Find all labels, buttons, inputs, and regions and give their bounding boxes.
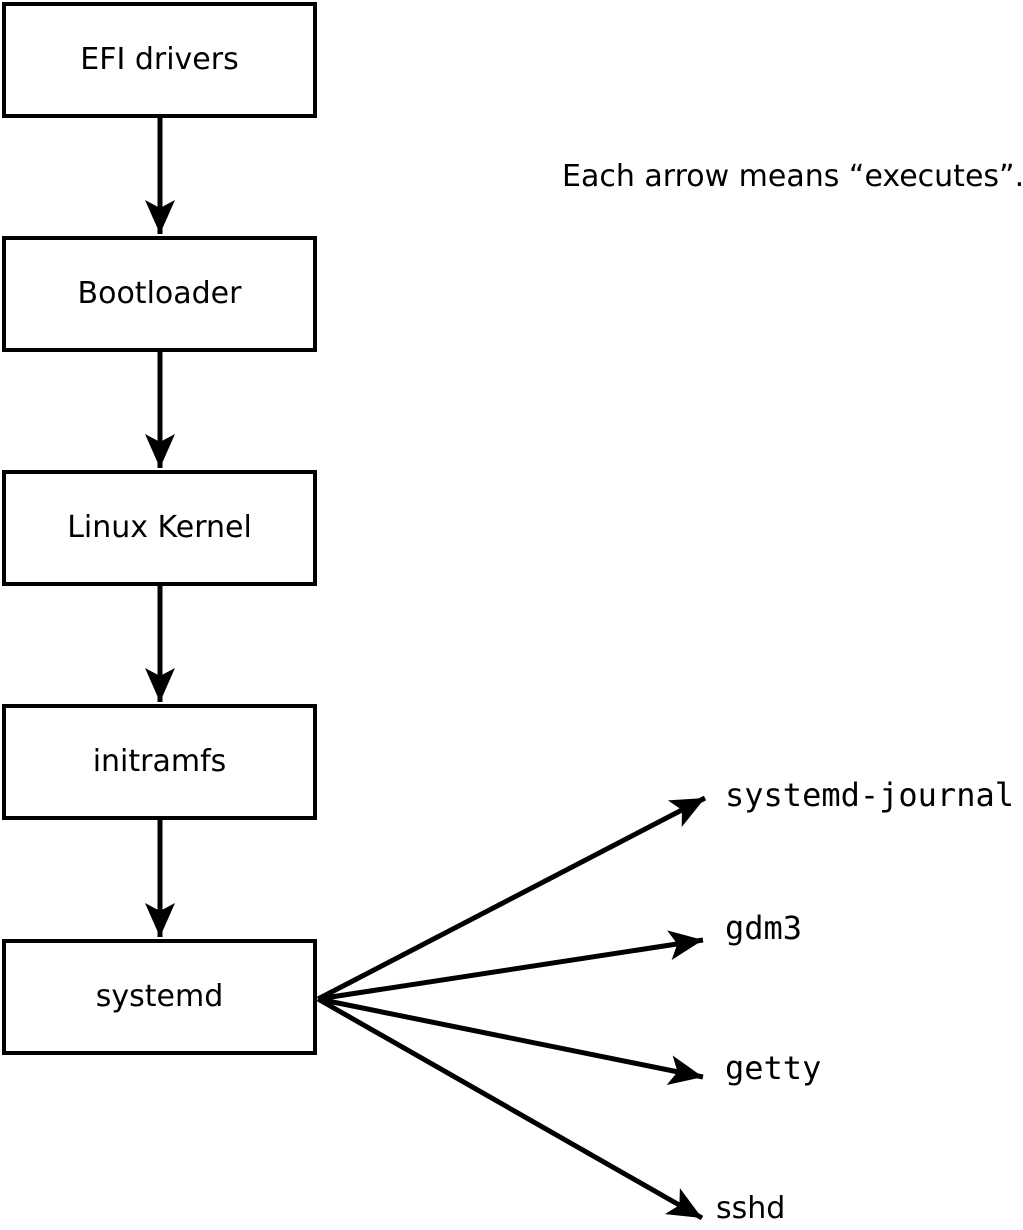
flow-node-label: Linux Kernel	[67, 510, 252, 545]
arrow-systemd-to-sshd	[316, 996, 704, 1221]
target-label-sshd: sshd	[716, 1191, 786, 1226]
arrow-systemd-to-journal	[316, 795, 707, 1002]
flow-node-label: Bootloader	[77, 276, 242, 311]
target-label-systemd-journal: systemd-journal	[725, 776, 1014, 814]
legend-note: Each arrow means “executes”.	[562, 159, 1023, 194]
arrow-systemd-to-getty	[317, 996, 704, 1085]
flow-node-initramfs: initramfs	[2, 704, 317, 820]
arrow-systemd-to-gdm3	[317, 930, 704, 1002]
flow-node-label: systemd	[95, 979, 224, 1014]
target-label-getty: getty	[725, 1049, 822, 1087]
flow-node-linux-kernel: Linux Kernel	[2, 470, 317, 586]
flow-node-bootloader: Bootloader	[2, 236, 317, 352]
target-label-gdm3: gdm3	[725, 909, 803, 947]
flow-node-label: initramfs	[92, 744, 227, 779]
flow-node-efi-drivers: EFI drivers	[2, 2, 317, 118]
flow-node-label: EFI drivers	[80, 42, 239, 77]
flow-node-systemd: systemd	[2, 939, 317, 1055]
